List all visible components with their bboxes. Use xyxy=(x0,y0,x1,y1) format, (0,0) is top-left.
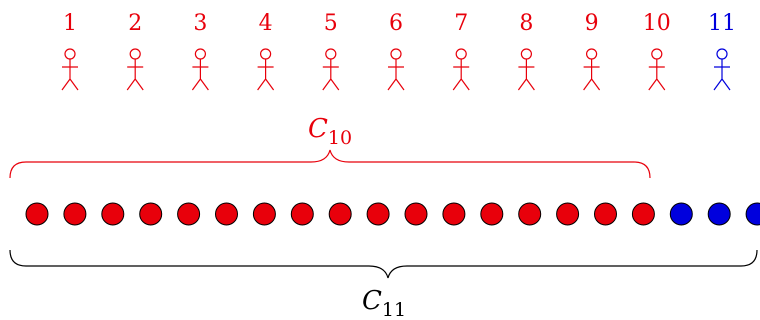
coalition-c10-brace xyxy=(9,149,651,179)
person-11: 11 xyxy=(708,11,736,91)
person-number-label: 1 xyxy=(63,11,77,36)
person-number-label: 5 xyxy=(324,11,338,36)
dot-11 xyxy=(404,202,428,226)
person-number-label: 3 xyxy=(193,11,207,36)
person-number-label: 10 xyxy=(643,11,671,36)
person-number-label: 11 xyxy=(708,11,736,36)
person-1: 1 xyxy=(61,11,79,91)
dot-12 xyxy=(442,202,466,226)
dot-3 xyxy=(101,202,125,226)
stick-figure-icon xyxy=(387,48,405,91)
stick-figure-icon xyxy=(648,48,666,91)
dot-2 xyxy=(63,202,87,226)
coalition-c11-brace xyxy=(9,249,758,279)
stick-figure-icon xyxy=(61,48,79,91)
dot-1 xyxy=(25,202,49,226)
dot-8 xyxy=(290,202,314,226)
stick-figure-icon xyxy=(191,48,209,91)
coalition-c10-label: C10 xyxy=(308,114,352,149)
person-number-label: 8 xyxy=(519,11,533,36)
dot-15 xyxy=(556,202,580,226)
dot-5 xyxy=(177,202,201,226)
stick-figure-icon xyxy=(126,48,144,91)
person-5: 5 xyxy=(322,11,340,91)
stick-figure-icon xyxy=(583,48,601,91)
dot-17 xyxy=(631,202,655,226)
person-number-label: 7 xyxy=(454,11,468,36)
dot-9 xyxy=(328,202,352,226)
dot-13 xyxy=(480,202,504,226)
person-6: 6 xyxy=(387,11,405,91)
person-10: 10 xyxy=(643,11,671,91)
person-number-label: 2 xyxy=(128,11,142,36)
person-8: 8 xyxy=(517,11,535,91)
person-2: 2 xyxy=(126,11,144,91)
dot-4 xyxy=(139,202,163,226)
dot-10 xyxy=(366,202,390,226)
stick-figure-icon xyxy=(517,48,535,91)
stick-figure-icon xyxy=(257,48,275,91)
dot-18 xyxy=(669,202,693,226)
dots-row xyxy=(25,202,760,226)
person-number-label: 9 xyxy=(585,11,599,36)
dot-16 xyxy=(594,202,617,226)
dot-6 xyxy=(215,202,238,226)
dot-20 xyxy=(745,202,760,226)
person-7: 7 xyxy=(452,11,470,91)
dot-14 xyxy=(518,202,542,226)
dot-7 xyxy=(252,202,276,226)
people-row: 1 2 3 4 5 6 7 8 9 10 11 xyxy=(61,11,736,91)
person-9: 9 xyxy=(583,11,601,91)
person-4: 4 xyxy=(257,11,275,91)
stick-figure-icon xyxy=(452,48,470,91)
stick-figure-icon xyxy=(322,48,340,91)
person-3: 3 xyxy=(191,11,209,91)
stick-figure-icon xyxy=(713,48,731,91)
coalition-c11-label: C11 xyxy=(362,286,406,320)
dot-19 xyxy=(707,202,731,226)
person-number-label: 4 xyxy=(259,11,273,36)
person-number-label: 6 xyxy=(389,11,403,36)
